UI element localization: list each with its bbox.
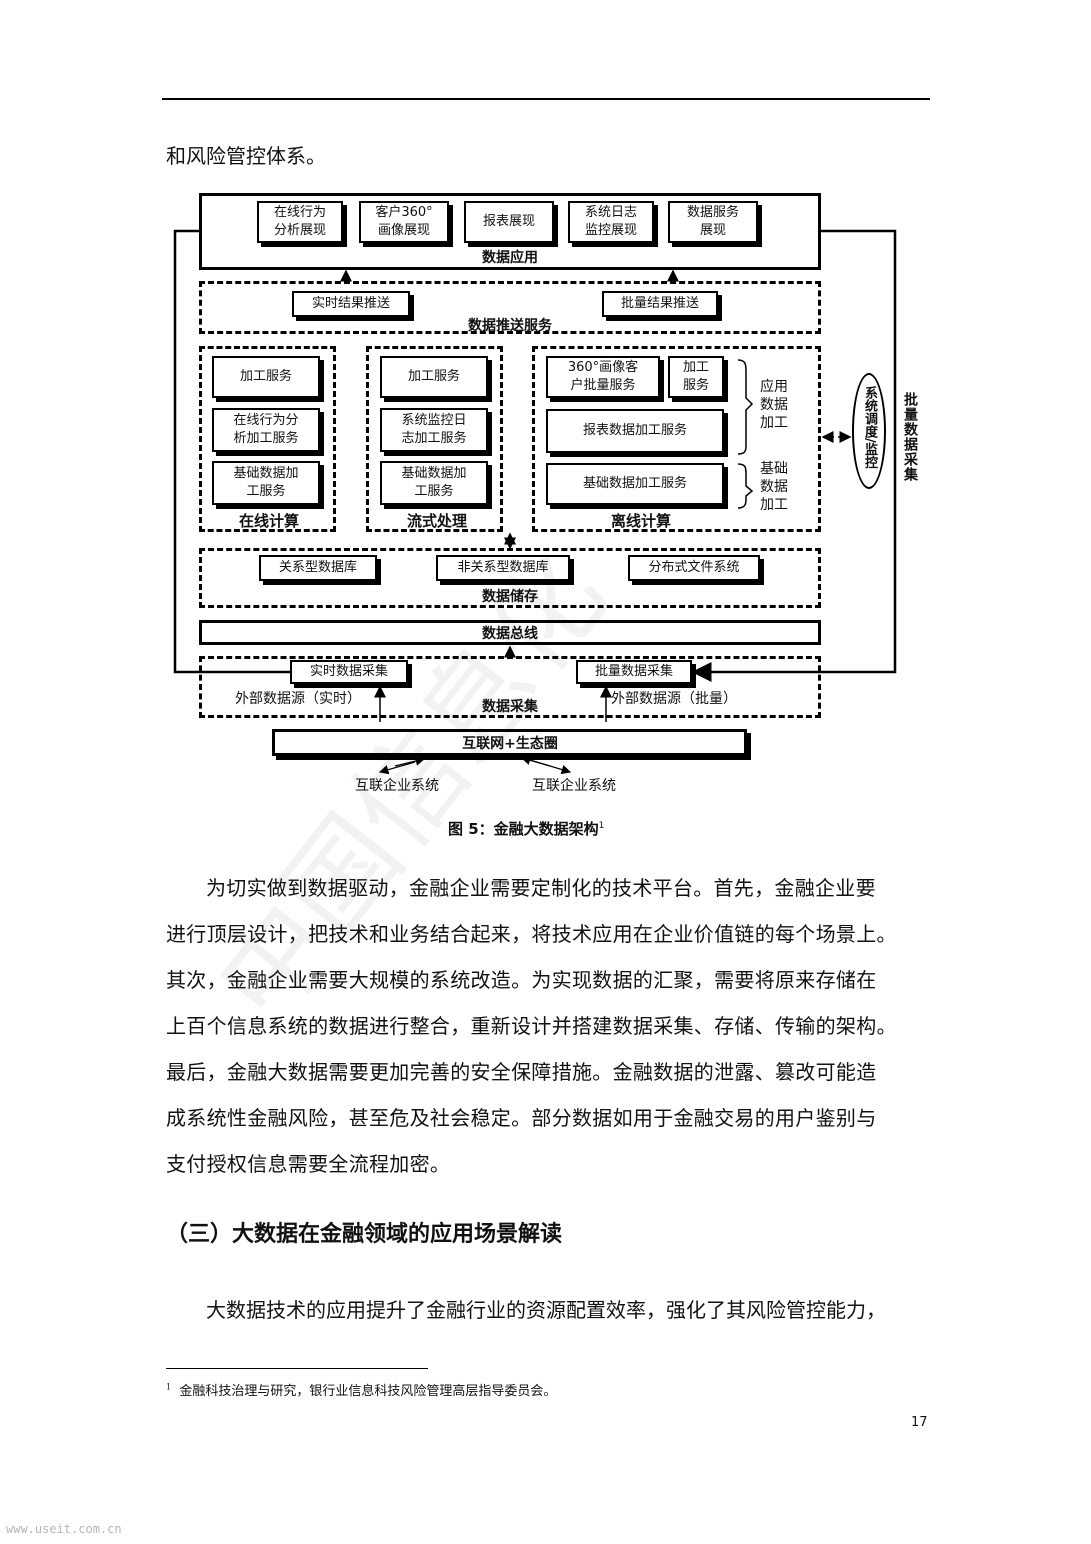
paragraph-line: 支付授权信息需要全流程加密。 <box>166 1152 451 1176</box>
enterprise-system-right: 互联企业系统 <box>532 778 616 794</box>
paragraph-line: 其次，金融企业需要大规模的系统改造。为实现数据的汇聚，需要将原来存储在 <box>166 968 877 992</box>
paragraph-line: 最后，金融大数据需要更加完善的安全保障措施。金融数据的泄露、篡改可能造 <box>166 1060 877 1084</box>
header-rule <box>162 98 930 100</box>
stream-process-group <box>366 346 503 532</box>
offline-process-service: 加工 服务 <box>668 356 724 398</box>
internet-ecosystem-label: 互联网+生态圈 <box>462 736 558 752</box>
realtime-push-box: 实时结果推送 <box>292 291 410 317</box>
batch-collect-box: 批量数据采集 <box>576 660 692 684</box>
data-collection-label: 数据采集 <box>482 699 538 715</box>
stream-base-data-service: 基础数据加 工服务 <box>380 461 488 505</box>
external-source-batch: 外部数据源（批量） <box>611 691 737 707</box>
realtime-collect-box: 实时数据采集 <box>290 660 408 684</box>
figure-caption: 图 5：金融大数据架构1 <box>448 820 605 838</box>
stream-process-service: 加工服务 <box>380 356 488 398</box>
app-box-syslog: 系统日志 监控展现 <box>568 201 654 243</box>
relational-db-box: 关系型数据库 <box>259 555 377 581</box>
online-compute-label: 在线计算 <box>238 512 299 530</box>
app-box-customer-360: 客户360° 画像展现 <box>359 201 449 243</box>
section-heading: （三）大数据在金融领域的应用场景解读 <box>166 1222 563 1247</box>
offline-compute-label: 离线计算 <box>610 512 671 530</box>
paragraph-line: 为切实做到数据驱动，金融企业需要定制化的技术平台。首先，金融企业要 <box>206 876 876 900</box>
offline-base-data-service: 基础数据加工服务 <box>546 463 724 505</box>
nonrelational-db-box: 非关系型数据库 <box>436 555 570 581</box>
online-base-data-service: 基础数据加 工服务 <box>212 461 320 505</box>
paragraph-line: 上百个信息系统的数据进行整合，重新设计并搭建数据采集、存储、传输的架构。 <box>166 1014 897 1038</box>
page-number: 17 <box>911 1415 928 1430</box>
stream-process-label: 流式处理 <box>406 512 467 530</box>
base-data-process-note: 基础 数据 加工 <box>760 461 788 513</box>
external-source-realtime: 外部数据源（实时） <box>235 691 361 707</box>
body-paragraph-1: 为切实做到数据驱动，金融企业需要定制化的技术平台。首先，金融企业要 进行顶层设计… <box>166 865 936 1187</box>
online-behavior-service: 在线行为分 析加工服务 <box>212 408 320 452</box>
footnote-rule <box>166 1368 428 1369</box>
batch-push-box: 批量结果推送 <box>602 291 718 317</box>
app-box-data-service: 数据服务 展现 <box>668 201 758 243</box>
footnote: 1 金融科技治理与研究，银行业信息科技风险管理高层指导委员会。 <box>166 1382 557 1399</box>
data-bus-label: 数据总线 <box>482 626 538 642</box>
scheduler-label: 系统调度/监控 <box>862 386 877 469</box>
app-box-report: 报表展现 <box>464 201 554 243</box>
offline-report-service: 报表数据加工服务 <box>546 409 724 453</box>
data-application-label: 数据应用 <box>482 250 538 266</box>
body-paragraph-2: 大数据技术的应用提升了金融行业的资源配置效率，强化了其风险管控能力， <box>206 1298 886 1322</box>
data-push-label: 数据推送服务 <box>468 318 552 334</box>
data-storage-label: 数据储存 <box>482 589 538 605</box>
data-collection-layer <box>199 656 821 718</box>
app-box-online-behavior: 在线行为 分析展现 <box>257 201 343 243</box>
site-url: www.useit.com.cn <box>6 1522 122 1536</box>
distributed-fs-box: 分布式文件系统 <box>628 555 760 581</box>
batch-collect-side-label: 批量数据采集 <box>902 392 918 482</box>
paragraph-line: 进行顶层设计，把技术和业务结合起来，将技术应用在企业价值链的每个场景上。 <box>166 922 897 946</box>
internet-ecosystem-box <box>272 729 747 756</box>
enterprise-system-left: 互联企业系统 <box>355 778 439 794</box>
paragraph-line: 成系统性金融风险，甚至危及社会稳定。部分数据如用于金融交易的用户鉴别与 <box>166 1106 877 1130</box>
online-process-service: 加工服务 <box>212 356 320 398</box>
stream-syslog-service: 系统监控日 志加工服务 <box>380 408 488 452</box>
offline-360-batch-service: 360°画像客 户批量服务 <box>546 356 660 398</box>
app-data-process-note: 应用 数据 加工 <box>760 379 788 431</box>
intro-line: 和风险管控体系。 <box>166 144 326 168</box>
